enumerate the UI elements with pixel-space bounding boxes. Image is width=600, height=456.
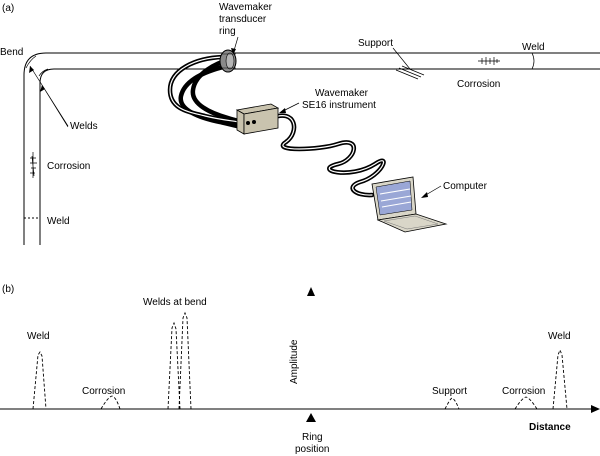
peak-corrosion-right	[514, 396, 538, 410]
weld-horizontal-label: Weld	[522, 42, 545, 53]
support-peak-label: Support	[432, 386, 467, 397]
bend-weld-inner	[38, 68, 49, 77]
transducer-ring	[219, 49, 237, 73]
computer-arrowhead	[421, 192, 428, 198]
computer-label: Computer	[443, 181, 488, 192]
corrosion-right-label: Corrosion	[502, 386, 545, 397]
laptop-computer	[371, 176, 448, 233]
welds-at-bend-label: Welds at bend	[143, 297, 207, 308]
computer-cable	[269, 113, 386, 198]
bend-label: Bend	[0, 47, 23, 58]
ring-position-label-1: Ring	[302, 432, 323, 443]
transducer-label-2: transducer	[219, 14, 267, 25]
transducer-arrowhead	[231, 48, 236, 55]
distance-label: Distance	[529, 422, 571, 433]
peak-weld-right	[552, 348, 568, 410]
panel-a-tag: (a)	[2, 3, 14, 14]
amplitude-arrow	[307, 287, 315, 296]
peak-bend-weld-2	[178, 311, 192, 410]
peak-corrosion-left	[100, 395, 121, 410]
support-leader	[392, 47, 411, 70]
corrosion-vertical-label: Corrosion	[47, 161, 90, 172]
support-mark	[395, 65, 425, 80]
welds-arrowheads	[29, 66, 45, 92]
weld-right-label: Weld	[548, 331, 571, 342]
amplitude-label: Amplitude	[289, 339, 300, 384]
weld-left-label: Weld	[27, 331, 50, 342]
transducer-label-1: Wavemaker	[219, 2, 273, 13]
corrosion-left-label: Corrosion	[82, 386, 125, 397]
corrosion-horizontal-label: Corrosion	[457, 79, 500, 90]
wavemaker-instrument	[235, 103, 280, 135]
ring-position-label-2: position	[295, 444, 329, 455]
transducer-label-3: ring	[219, 26, 236, 37]
distance-axis	[0, 405, 600, 413]
peak-support	[444, 397, 460, 410]
signal-peaks	[32, 311, 568, 410]
support-label: Support	[358, 38, 393, 49]
horizontal-weld-mark	[531, 52, 535, 70]
peak-bend-weld-1	[167, 321, 181, 410]
welds-label: Welds	[70, 121, 98, 132]
instrument-arrowhead	[279, 108, 286, 113]
panel-b-tag: (b)	[2, 284, 14, 295]
instrument-label-2: SE16 instrument	[302, 100, 376, 111]
horizontal-corrosion-mark	[478, 57, 500, 65]
pipe	[23, 52, 600, 245]
instrument-label-1: Wavemaker	[315, 88, 369, 99]
ring-position-arrow	[306, 413, 316, 422]
weld-vertical-label: Weld	[47, 216, 70, 227]
bend-weld-outer	[25, 55, 37, 69]
peak-weld-left	[32, 351, 47, 410]
vertical-corrosion-mark	[30, 152, 37, 178]
welds-arrows	[29, 65, 69, 128]
